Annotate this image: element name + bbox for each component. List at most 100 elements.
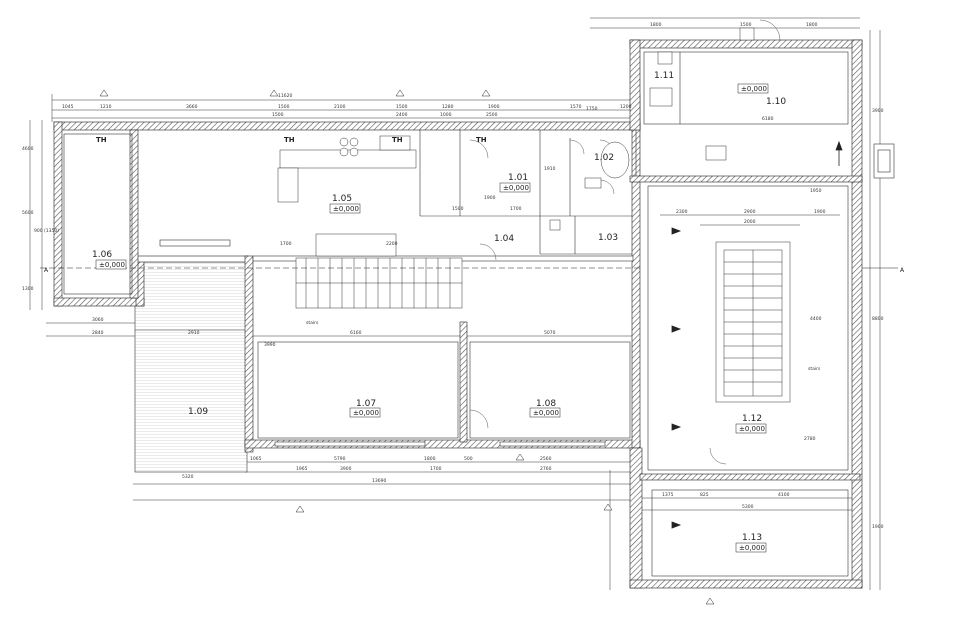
dim-hall-side: 4400 [810, 316, 822, 322]
dim-lower-right: 1375 [662, 492, 674, 498]
direction-arrows [671, 140, 843, 529]
dim-left-inner: 900 (1350) [34, 228, 59, 234]
dim-living: 3990 [264, 342, 276, 348]
room-level: ±0,000 [739, 544, 765, 552]
dim-top-second: 2500 [486, 112, 498, 118]
room-number: 1.05 [332, 194, 352, 204]
dim-top-second: 2400 [396, 112, 408, 118]
room-number: 1.07 [356, 399, 376, 409]
dimension-lines [29, 17, 881, 590]
dim-mid-small: 1700 [280, 241, 292, 247]
dim-mid-row: 6160 [350, 330, 362, 336]
inner-outlines [63, 51, 849, 577]
exterior-unit [873, 143, 895, 179]
room-number: 1.13 [742, 533, 762, 543]
dim-hall: 2300 [676, 209, 688, 215]
dim-bottom-first: 5790 [334, 456, 346, 462]
dim-annex-top: 1500 [740, 22, 752, 28]
room-level: ±0,000 [503, 184, 529, 192]
dim-top-seg: 3660 [186, 104, 198, 110]
room-level: ±0,000 [99, 261, 125, 269]
kitchen-counter [277, 135, 417, 203]
dim-bottom-first: 2560 [540, 456, 552, 462]
dim-annex-top: 1800 [650, 22, 662, 28]
room-level: ±0,000 [739, 425, 765, 433]
sanitary-fixtures [549, 27, 755, 231]
room-labels: 1.01 ±0,000 1.02 1.03 1.04 1.05 ±0,000 1… [92, 71, 786, 553]
dim-mid-small: 1750 [586, 106, 598, 112]
dim-left-side: 4600 [22, 146, 34, 152]
dim-mid-left: 2910 [188, 330, 200, 336]
dim-hall: 1900 [814, 209, 826, 215]
room-number: 1.04 [494, 234, 514, 244]
dim-mid-left: 2840 [92, 330, 104, 336]
window-strips [159, 239, 606, 447]
section-mark-right: A [900, 267, 905, 274]
staircase-hall [715, 241, 791, 403]
section-mark-left: A [44, 267, 49, 274]
room-number: 1.08 [536, 399, 556, 409]
dim-mid-small: 1910 [544, 166, 556, 172]
dim-left-side: 1300 [22, 286, 34, 292]
dim-top-second: 1000 [440, 112, 452, 118]
dim-lower-right: 4100 [778, 492, 790, 498]
dim-right-side: 3900 [872, 108, 884, 114]
dim-top-total: 11620 [278, 93, 292, 99]
stair-annotation: stairs [306, 320, 319, 326]
room-number: 1.09 [188, 407, 208, 417]
dim-bottom-first: 1800 [424, 456, 436, 462]
staircase [295, 233, 463, 309]
dim-lower-right: 5300 [742, 504, 754, 510]
room-number: 1.11 [654, 71, 674, 81]
dim-bottom-third: 5320 [182, 474, 194, 480]
dim-top-seg: 1045 [62, 104, 74, 110]
dim-right-side: 1900 [872, 524, 884, 530]
room-number: 1.12 [742, 414, 762, 424]
dim-bottom-first: 1065 [250, 456, 262, 462]
room-level: ±0,000 [333, 205, 359, 213]
dim-right-side: 8800 [872, 316, 884, 322]
level-markers [99, 89, 715, 605]
dim-mid-small: 1500 [452, 206, 464, 212]
dim-mid-small: 1200 [620, 104, 632, 110]
dim-annex-inner: 6180 [762, 116, 774, 122]
dim-mid-small: 1700 [510, 206, 522, 212]
dim-mid-small: 1950 [810, 188, 822, 194]
dim-top-seg: 1500 [396, 104, 408, 110]
dim-top-seg: 1210 [100, 104, 112, 110]
walls [53, 39, 863, 589]
door-swings [469, 19, 781, 465]
dim-bottom-second: 3900 [340, 466, 352, 472]
dim-top-seg: 1500 [278, 104, 290, 110]
thermostat-label-4: TH [476, 136, 487, 144]
dim-bottom-total: 13690 [372, 478, 386, 484]
dim-top-seg: 1280 [442, 104, 454, 110]
room-level: ±0,000 [533, 409, 559, 417]
dim-left-side: 5600 [22, 210, 34, 216]
dim-bottom-first: 500 [464, 456, 473, 462]
thermostat-label-3: TH [392, 136, 403, 144]
thermostat-label-1: TH [96, 136, 107, 144]
room-level: ±0,000 [353, 409, 379, 417]
thermostat-label-2: TH [284, 136, 295, 144]
dim-mid-small: 1900 [484, 195, 496, 201]
dim-top-seg: 2100 [334, 104, 346, 110]
dim-hall: 2000 [744, 219, 756, 225]
hall-stair-annotation: stairs [808, 366, 821, 372]
dim-top-seg: 1900 [488, 104, 500, 110]
dim-mid-small: 2200 [386, 241, 398, 247]
room-number: 1.01 [508, 173, 528, 183]
dim-lower-right: 825 [700, 492, 709, 498]
room-level: ±0,000 [741, 85, 767, 93]
dim-mid-row: 5070 [544, 330, 556, 336]
room-number: 1.10 [766, 97, 786, 107]
dim-top-second: 1500 [272, 112, 284, 118]
dim-mid-left: 3060 [92, 317, 104, 323]
dim-bottom-second: 1965 [296, 466, 308, 472]
dim-hall-side: 2780 [804, 436, 816, 442]
room-number: 1.03 [598, 233, 618, 243]
dim-top-seg: 1570 [570, 104, 582, 110]
room-number: 1.02 [594, 153, 614, 163]
dim-hall: 2900 [744, 209, 756, 215]
